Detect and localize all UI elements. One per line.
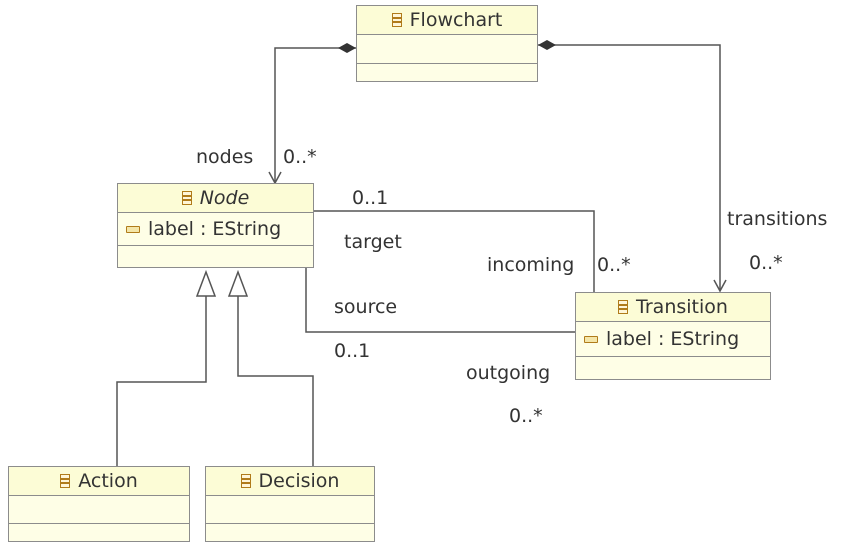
- outgoing-role-label: outgoing: [466, 362, 551, 384]
- class-name: Decision: [258, 470, 340, 492]
- nodes-multiplicity-label: 0..*: [283, 146, 317, 168]
- class-name: Transition: [636, 296, 728, 318]
- class-name: Flowchart: [409, 9, 503, 31]
- class-action[interactable]: Action: [8, 466, 190, 542]
- incoming-role-label: incoming: [487, 254, 575, 276]
- class-node[interactable]: Node label : EString: [117, 183, 314, 268]
- class-icon: [391, 13, 402, 27]
- target-incoming-line: [314, 210, 595, 292]
- class-decision-attributes: [206, 496, 374, 524]
- class-decision[interactable]: Decision: [205, 466, 375, 542]
- source-outgoing-line: [305, 265, 576, 333]
- class-transition-attribute[interactable]: label : EString: [576, 322, 770, 357]
- incoming-multiplicity-label: 0..*: [597, 254, 631, 276]
- nodes-composition-line: [274, 47, 356, 183]
- attribute-icon: [584, 335, 598, 343]
- transitions-arrowhead: [713, 279, 727, 293]
- class-icon: [618, 300, 629, 314]
- attribute-icon: [126, 225, 140, 233]
- class-icon: [60, 474, 71, 488]
- class-node-title: Node: [118, 184, 313, 213]
- class-name: Action: [78, 470, 138, 492]
- class-action-attributes: [9, 496, 189, 524]
- class-icon: [181, 191, 192, 205]
- transitions-multiplicity-label: 0..*: [749, 252, 783, 274]
- transitions-composition-line: [538, 44, 721, 291]
- class-transition-operations: [576, 357, 770, 381]
- class-name: Node: [199, 187, 250, 209]
- source-multiplicity-label: 0..1: [334, 340, 371, 362]
- transitions-role-label: transitions: [727, 208, 828, 230]
- decision-generalization-triangle: [227, 269, 249, 297]
- target-role-label: target: [344, 231, 402, 253]
- action-generalization-triangle: [195, 269, 217, 297]
- class-decision-title: Decision: [206, 467, 374, 496]
- class-flowchart[interactable]: Flowchart: [356, 5, 538, 82]
- attribute-label: label : EString: [148, 218, 282, 240]
- class-flowchart-operations: [357, 64, 537, 83]
- class-icon: [240, 474, 251, 488]
- class-action-operations: [9, 524, 189, 543]
- decision-generalization-line: [237, 296, 314, 466]
- class-transition-title: Transition: [576, 293, 770, 322]
- transitions-composition-diamond: [538, 40, 556, 50]
- class-transition[interactable]: Transition label : EString: [575, 292, 771, 380]
- class-node-operations: [118, 246, 313, 268]
- nodes-role-label: nodes: [196, 146, 254, 168]
- class-decision-operations: [206, 524, 374, 543]
- class-node-attribute[interactable]: label : EString: [118, 213, 313, 246]
- class-flowchart-attributes: [357, 35, 537, 64]
- source-role-label: source: [334, 296, 398, 318]
- class-flowchart-title: Flowchart: [357, 6, 537, 35]
- attribute-label: label : EString: [606, 328, 740, 350]
- outgoing-multiplicity-label: 0..*: [509, 405, 543, 427]
- class-action-title: Action: [9, 467, 189, 496]
- target-multiplicity-label: 0..1: [352, 187, 389, 209]
- nodes-composition-diamond: [338, 43, 356, 53]
- action-generalization-line: [116, 296, 207, 466]
